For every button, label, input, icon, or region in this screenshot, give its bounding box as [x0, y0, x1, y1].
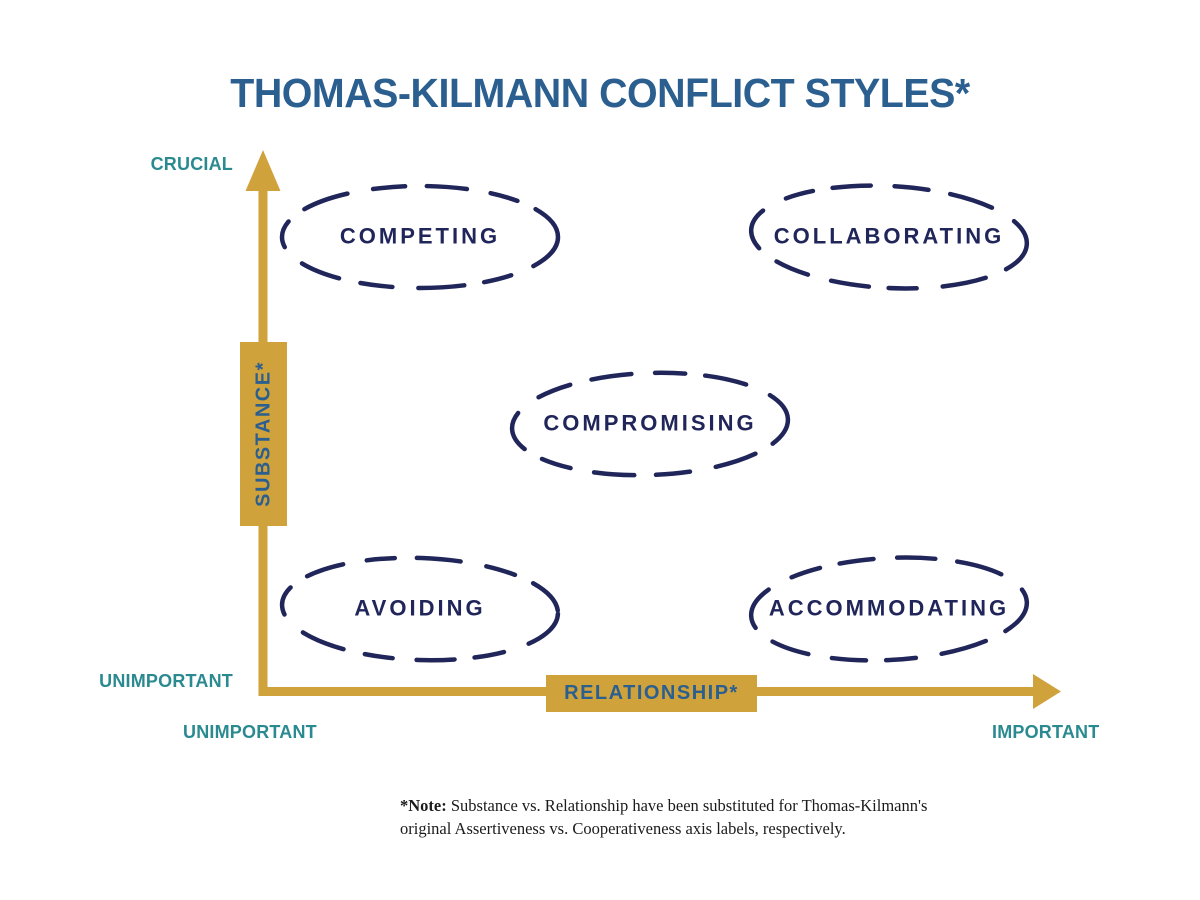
- dashed-ellipse: [748, 183, 1030, 291]
- style-label-avoiding: AVOIDING: [354, 595, 486, 621]
- footnote-line2: original Assertiveness vs. Cooperativene…: [400, 819, 846, 839]
- style-label-accommodating: ACCOMMODATING: [768, 595, 1010, 621]
- x-axis-left-label: UNIMPORTANT: [183, 722, 317, 742]
- style-bubble-compromising: COMPROMISING: [504, 364, 796, 484]
- relationship-axis-label: RELATIONSHIP*: [564, 682, 739, 704]
- style-bubble-accommodating: ACCOMMODATING: [743, 549, 1035, 669]
- x-axis-right-label: IMPORTANT: [992, 722, 1100, 742]
- substance-axis-label: SUBSTANCE*: [252, 361, 274, 507]
- footnote: *Note: Substance vs. Relationship have b…: [400, 794, 940, 841]
- y-axis-top-label: CRUCIAL: [150, 154, 233, 174]
- substance-axis-label-box: SUBSTANCE*: [240, 342, 287, 526]
- style-bubble-competing: COMPETING: [274, 177, 566, 297]
- substance-axis-arrowhead: [245, 150, 281, 191]
- dashed-ellipse: [748, 555, 1030, 663]
- footnote-line1: Substance vs. Relationship have been sub…: [446, 796, 928, 815]
- y-axis-bottom-label: UNIMPORTANT: [99, 671, 233, 691]
- style-bubble-collaborating: COLLABORATING: [743, 177, 1035, 297]
- style-label-compromising: COMPROMISING: [543, 410, 757, 436]
- dashed-ellipse: [279, 183, 561, 291]
- dashed-ellipse: [279, 555, 561, 663]
- footnote-bold-prefix: *Note:: [400, 796, 447, 815]
- style-label-collaborating: COLLABORATING: [773, 223, 1005, 249]
- relationship-axis-label-box: RELATIONSHIP*: [546, 675, 757, 712]
- page-title: THOMAS-KILMANN CONFLICT STYLES*: [230, 70, 970, 116]
- dashed-ellipse: [509, 370, 791, 478]
- style-label-competing: COMPETING: [339, 223, 501, 249]
- relationship-axis-arrowhead: [1033, 674, 1061, 709]
- style-bubble-avoiding: AVOIDING: [274, 549, 566, 669]
